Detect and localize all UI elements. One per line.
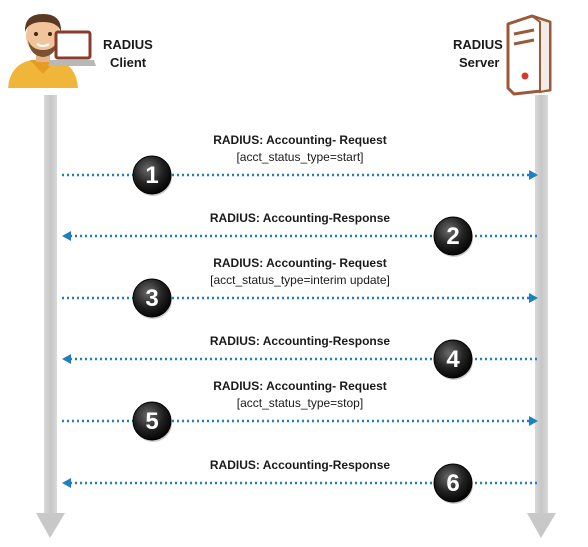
client-label-line2: Client <box>110 55 147 70</box>
step-badge: 4 <box>433 339 473 380</box>
message-step-5: RADIUS: Accounting- Request [acct_status_… <box>62 379 538 442</box>
server-lifeline <box>527 95 556 538</box>
arrowhead <box>62 354 71 364</box>
server-label-line2: Server <box>459 55 499 70</box>
message-step-2: RADIUS: Accounting-Response 2 <box>62 211 538 257</box>
arrowhead <box>62 478 71 488</box>
step-number: 4 <box>446 346 460 373</box>
user-at-laptop-icon <box>8 14 96 88</box>
server-label-line1: RADIUS <box>453 37 503 52</box>
step-badge: 1 <box>132 155 172 196</box>
message-param: [acct_status_type=start] <box>236 150 363 164</box>
arrowhead <box>529 416 538 426</box>
message-step-6: RADIUS: Accounting-Response 6 <box>62 458 538 504</box>
message-param: [acct_status_type=interim update] <box>210 273 390 287</box>
message-list: RADIUS: Accounting- Request [acct_status_… <box>62 133 538 504</box>
arrowhead <box>62 231 71 241</box>
step-number: 5 <box>145 408 158 435</box>
message-title: RADIUS: Accounting-Response <box>210 211 391 225</box>
message-title: RADIUS: Accounting- Request <box>213 133 387 147</box>
client-label-line1: RADIUS <box>103 37 153 52</box>
step-number: 6 <box>446 470 459 497</box>
message-title: RADIUS: Accounting-Response <box>210 458 391 472</box>
message-title: RADIUS: Accounting-Response <box>210 334 391 348</box>
server-tower-icon <box>506 14 552 96</box>
message-step-4: RADIUS: Accounting-Response 4 <box>62 334 538 380</box>
arrowhead <box>529 293 538 303</box>
step-badge: 5 <box>132 401 172 442</box>
client-lifeline <box>36 95 65 538</box>
message-param: [acct_status_type=stop] <box>237 396 363 410</box>
step-number: 2 <box>446 223 459 250</box>
step-badge: 3 <box>132 278 172 319</box>
step-number: 3 <box>145 285 158 312</box>
message-title: RADIUS: Accounting- Request <box>213 256 387 270</box>
message-title: RADIUS: Accounting- Request <box>213 379 387 393</box>
step-badge: 6 <box>433 463 473 504</box>
message-step-1: RADIUS: Accounting- Request [acct_status_… <box>62 133 538 196</box>
step-badge: 2 <box>433 216 473 257</box>
step-number: 1 <box>145 162 158 189</box>
arrowhead <box>529 170 538 180</box>
message-step-3: RADIUS: Accounting- Request [acct_status_… <box>62 256 538 319</box>
